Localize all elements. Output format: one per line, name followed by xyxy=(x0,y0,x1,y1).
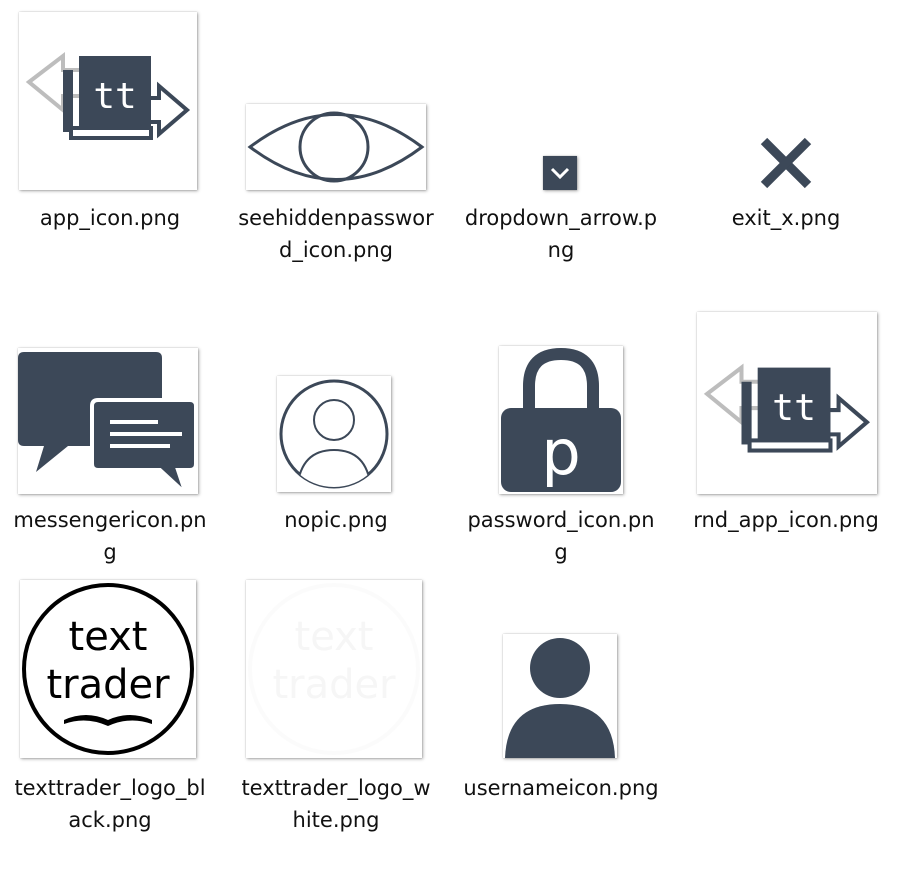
padlock-icon: p xyxy=(499,346,623,494)
file-name: rnd_app_icon.png xyxy=(693,508,879,532)
close-x-icon xyxy=(758,136,814,190)
file-name: password_icon.png xyxy=(467,508,655,564)
file-name: nopic.png xyxy=(284,508,388,532)
file-texttrader-logo-black[interactable]: text trader texttrader_logo_black.png xyxy=(12,578,208,838)
file-name: exit_x.png xyxy=(731,206,841,230)
texttrader-logo-white: text trader xyxy=(246,580,422,758)
svg-text:tt: tt xyxy=(772,386,816,429)
file-name: app_icon.png xyxy=(39,206,181,230)
user-silhouette-icon xyxy=(503,634,617,758)
logo-text-top: text xyxy=(69,614,148,660)
app-icon: tt xyxy=(19,12,197,190)
svg-text:tt: tt xyxy=(93,76,136,117)
file-usernameicon[interactable]: usernameicon.png xyxy=(463,578,659,838)
logo-text-top: text xyxy=(295,614,374,660)
svg-text:p: p xyxy=(541,416,580,489)
file-name: texttrader_logo_black.png xyxy=(14,776,206,832)
file-nopic[interactable]: nopic.png xyxy=(238,310,434,550)
file-exit-x[interactable]: exit_x.png xyxy=(688,10,884,250)
file-dropdown-arrow[interactable]: dropdown_arrow.png xyxy=(463,10,659,270)
file-name: texttrader_logo_white.png xyxy=(241,776,431,832)
file-messengericon[interactable]: messengericon.png xyxy=(12,310,208,570)
file-name: dropdown_arrow.png xyxy=(464,206,658,262)
file-seehiddenpassword-icon[interactable]: seehiddenpassword_icon.png xyxy=(238,10,434,270)
logo-text-bottom: trader xyxy=(46,662,170,708)
chat-bubbles-icon xyxy=(18,348,198,494)
file-texttrader-logo-white[interactable]: text trader texttrader_logo_white.png xyxy=(238,578,434,838)
file-name: seehiddenpassword_icon.png xyxy=(238,206,434,262)
user-avatar-outline-icon xyxy=(277,376,391,492)
file-name: usernameicon.png xyxy=(463,776,659,800)
file-name: messengericon.png xyxy=(13,508,207,564)
texttrader-logo-black: text trader xyxy=(20,580,196,758)
eye-icon xyxy=(246,104,426,190)
file-password-icon[interactable]: p password_icon.png xyxy=(463,310,659,570)
dropdown-arrow-icon xyxy=(543,156,577,190)
app-icon: tt xyxy=(697,312,877,494)
logo-text-bottom: trader xyxy=(272,662,396,708)
file-app-icon[interactable]: tt app_icon.png xyxy=(12,10,208,250)
file-rnd-app-icon[interactable]: tt rnd_app_icon.png xyxy=(688,310,884,570)
